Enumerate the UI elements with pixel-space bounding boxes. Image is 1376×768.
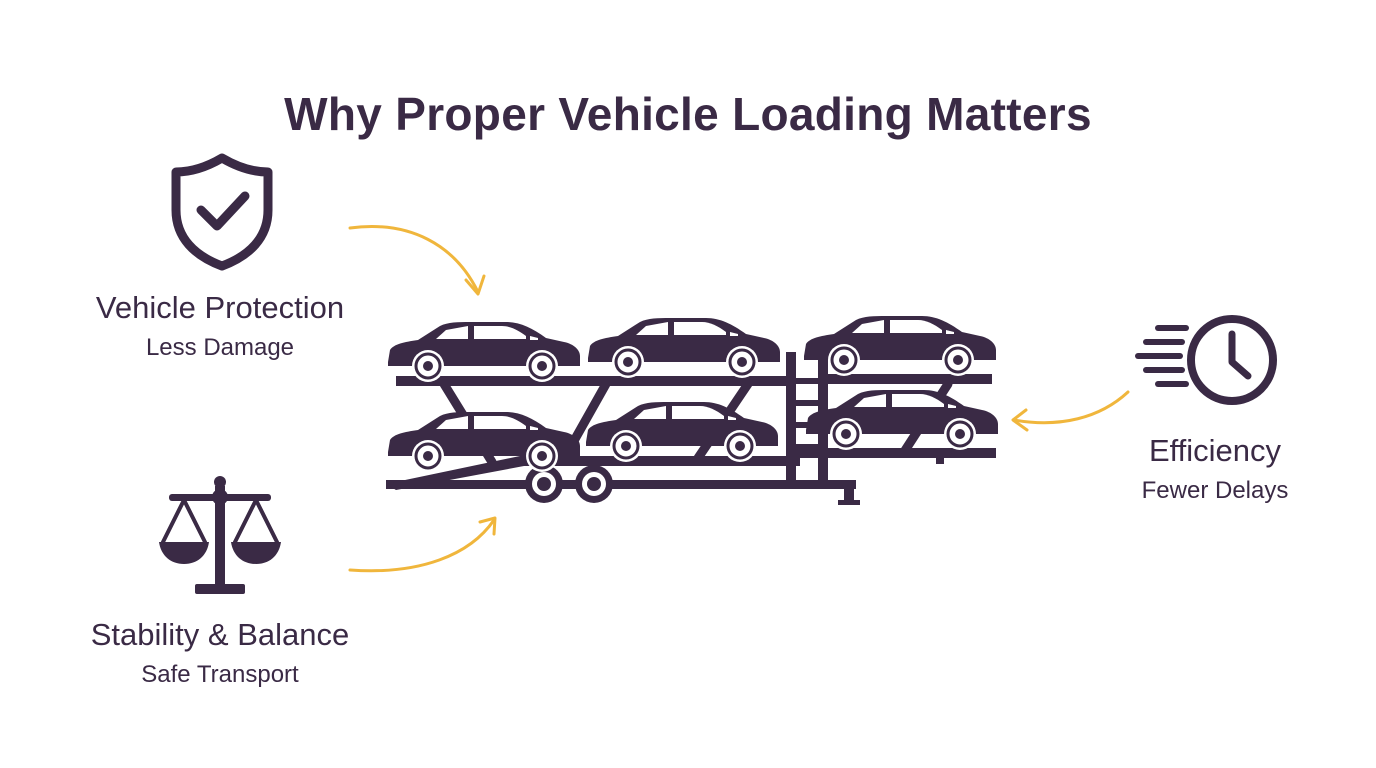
- car-bottom-2: [584, 400, 780, 464]
- car-top-2: [586, 316, 782, 380]
- arrow-protection: [348, 225, 480, 294]
- arrow-efficiency: [1012, 390, 1130, 425]
- upper-deck-right: [820, 374, 992, 384]
- page-title: Why Proper Vehicle Loading Matters: [284, 87, 1092, 140]
- lower-deck-right: [790, 448, 996, 458]
- benefit-vehicle-protection: Vehicle Protection Less Damage: [60, 290, 380, 362]
- car-bottom-1: [386, 410, 582, 474]
- arrowhead-stability: [478, 516, 497, 536]
- shield-check-icon: [171, 153, 273, 271]
- upper-deck-left: [396, 376, 786, 386]
- car-top-1: [386, 320, 582, 384]
- fast-clock-icon: [1135, 315, 1277, 405]
- trailer-wheel-2: [575, 465, 613, 503]
- balance-scale-icon: [159, 476, 281, 594]
- arrowhead-protection: [464, 274, 486, 296]
- arrow-stability: [348, 518, 496, 573]
- arrowhead-efficiency: [1011, 408, 1029, 432]
- landing-gear: [844, 482, 854, 504]
- benefit-heading: Efficiency: [1148, 433, 1282, 468]
- benefit-efficiency: Efficiency Fewer Delays: [1100, 433, 1330, 505]
- benefit-subtext: Safe Transport: [141, 661, 299, 688]
- car-top-3: [802, 314, 998, 378]
- benefit-subtext: Less Damage: [145, 334, 295, 361]
- benefit-stability-balance: Stability & Balance Safe Transport: [60, 617, 380, 689]
- trailer-frame: [386, 480, 856, 489]
- benefit-heading: Stability & Balance: [90, 617, 350, 652]
- benefit-subtext: Fewer Delays: [1141, 477, 1289, 504]
- benefit-heading: Vehicle Protection: [95, 290, 345, 325]
- car-bottom-3: [804, 388, 1000, 452]
- lower-deck-ramp: [386, 456, 800, 490]
